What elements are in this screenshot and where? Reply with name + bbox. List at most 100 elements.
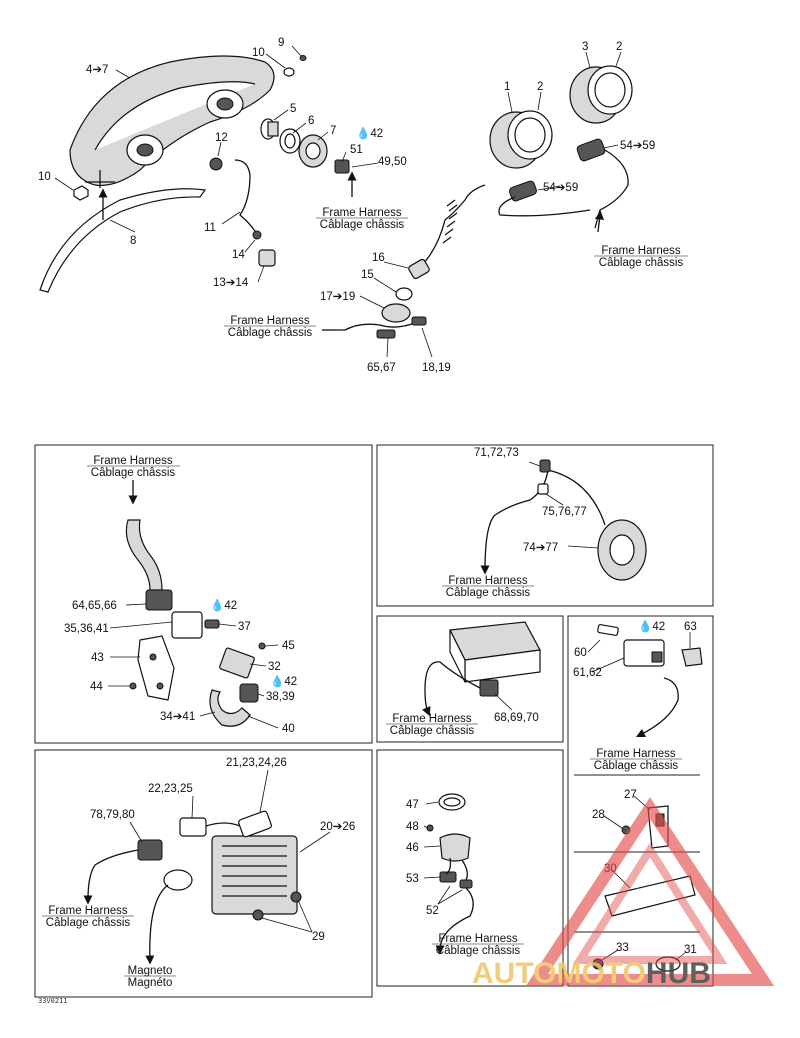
harness-label-en-1: Frame Harness bbox=[322, 207, 401, 219]
callout-68-70: 68,69,70 bbox=[494, 712, 539, 724]
panel-pressure-switch bbox=[376, 749, 564, 987]
harness-label-en-8: Frame Harness bbox=[48, 905, 127, 917]
callout-34-41: 34➔41 bbox=[160, 711, 195, 723]
callout-5: 5 bbox=[290, 103, 296, 115]
cap-7 bbox=[298, 134, 328, 168]
callout-2-left: 2 bbox=[537, 81, 543, 93]
drop-icon: 💧 bbox=[270, 674, 284, 688]
harness-label-en-3: Frame Harness bbox=[230, 315, 309, 327]
callout-28: 28 bbox=[592, 809, 605, 821]
callout-63: 63 bbox=[684, 621, 697, 633]
callout-75-77: 75,76,77 bbox=[542, 506, 587, 518]
panel6-parts: 47 48 46 53 52 Frame Harness Câblage châ… bbox=[406, 793, 524, 957]
watermark-logo: AUTOMOTOHUB bbox=[472, 797, 775, 990]
panel-sensor bbox=[376, 444, 714, 607]
callout-43: 43 bbox=[91, 652, 104, 664]
callout-54-59-right: 54➔59 bbox=[620, 140, 655, 152]
drop-icon: 💧 bbox=[638, 619, 652, 633]
callout-10-top: 10 bbox=[252, 47, 265, 59]
harness-label-fr-5: Câblage châssis bbox=[446, 587, 531, 599]
callout-42-p1a: 💧42 bbox=[210, 598, 237, 612]
callout-6: 6 bbox=[308, 115, 314, 127]
callout-10-left: 10 bbox=[38, 171, 51, 183]
panel-voltage-regulator bbox=[34, 444, 373, 744]
harness-label-fr-6: Câblage châssis bbox=[390, 725, 475, 737]
top-callouts: 4➔7 9 10 5 6 7 💧42 51 49,50 12 11 8 10 1… bbox=[38, 37, 688, 374]
callout-48: 48 bbox=[406, 821, 419, 833]
nut-10-left bbox=[73, 185, 89, 201]
watermark-text: AUTOMOTOHUB bbox=[472, 957, 711, 990]
harness-label-fr-4: Câblage châssis bbox=[91, 467, 176, 479]
bulb-17 bbox=[381, 303, 411, 323]
callout-42-top: 💧42 bbox=[356, 126, 383, 140]
callout-49-50: 49,50 bbox=[378, 156, 407, 168]
callout-53: 53 bbox=[406, 873, 419, 885]
callout-74-77: 74➔77 bbox=[523, 542, 558, 554]
bulb-5 bbox=[260, 118, 279, 140]
gauge-1 bbox=[489, 110, 553, 169]
callout-37: 37 bbox=[238, 621, 251, 633]
magneto-label-en: Magneto bbox=[128, 965, 173, 977]
screw-9 bbox=[299, 55, 307, 61]
harness-label-fr-8: Câblage châssis bbox=[46, 917, 131, 929]
deflector-trim bbox=[39, 188, 207, 293]
callout-52: 52 bbox=[426, 905, 439, 917]
harness-label-en-4: Frame Harness bbox=[93, 455, 172, 467]
callout-51: 51 bbox=[350, 144, 363, 156]
connector-51 bbox=[334, 159, 350, 174]
ring-15 bbox=[395, 287, 413, 301]
callout-65-67: 65,67 bbox=[367, 362, 396, 374]
harness-label-en-5: Frame Harness bbox=[448, 575, 527, 587]
harness-label-fr-2: Câblage châssis bbox=[599, 257, 684, 269]
ring-6 bbox=[279, 128, 301, 154]
callout-78-80: 78,79,80 bbox=[90, 809, 135, 821]
callout-42-p4: 💧42 bbox=[638, 619, 665, 633]
callout-4-7: 4➔7 bbox=[86, 64, 108, 76]
harness-label-en-7: Frame Harness bbox=[596, 748, 675, 760]
panel4-parts: 60 💧42 63 61,62 Frame Harness Câblage ch… bbox=[573, 619, 703, 972]
callout-35-41: 35,36,41 bbox=[64, 623, 109, 635]
callout-45: 45 bbox=[282, 640, 295, 652]
callout-16: 16 bbox=[372, 252, 385, 264]
drop-icon: 💧 bbox=[356, 126, 370, 140]
gauge-2 bbox=[569, 65, 633, 124]
headlight-assembly bbox=[69, 55, 275, 188]
callout-1: 1 bbox=[504, 81, 510, 93]
panel2-parts: 71,72,73 75,76,77 74➔77 Frame Harness Câ… bbox=[442, 447, 647, 599]
callout-60: 60 bbox=[574, 647, 587, 659]
callout-18-19: 18,19 bbox=[422, 362, 451, 374]
socket-13 bbox=[252, 230, 276, 267]
callout-32: 32 bbox=[268, 661, 281, 673]
wire-11 bbox=[234, 159, 259, 237]
connector-18 bbox=[335, 316, 427, 339]
callout-47: 47 bbox=[406, 799, 419, 811]
callout-12: 12 bbox=[215, 132, 228, 144]
panel3-parts: 68,69,70 Frame Harness Câblage châssis bbox=[386, 621, 541, 737]
socket-16 bbox=[408, 258, 430, 280]
callout-42-p1b: 💧42 bbox=[270, 674, 297, 688]
callout-27: 27 bbox=[624, 789, 637, 801]
callout-64-66: 64,65,66 bbox=[72, 600, 117, 612]
callout-33: 33 bbox=[616, 942, 629, 954]
callout-21-26: 21,23,24,26 bbox=[226, 757, 287, 769]
callout-31: 31 bbox=[684, 944, 697, 956]
callout-3: 3 bbox=[582, 41, 588, 53]
panel-rectifier bbox=[34, 749, 373, 998]
callout-61-62: 61,62 bbox=[573, 667, 602, 679]
callout-22-25: 22,23,25 bbox=[148, 783, 193, 795]
harness-label-fr-9: Câblage châssis bbox=[436, 945, 521, 957]
grommet-12 bbox=[209, 157, 223, 171]
top-leaders bbox=[54, 45, 622, 358]
callout-38-39: 38,39 bbox=[266, 691, 295, 703]
harness-label-fr-3: Câblage châssis bbox=[228, 327, 313, 339]
diagram-code: 33V0211 bbox=[38, 997, 68, 1005]
callout-17-19: 17➔19 bbox=[320, 291, 355, 303]
nut-10-top bbox=[283, 67, 295, 77]
callout-11: 11 bbox=[204, 222, 216, 234]
callout-29: 29 bbox=[312, 931, 325, 943]
panel5-parts: 21,23,24,26 22,23,25 78,79,80 20➔26 29 F… bbox=[42, 757, 355, 989]
callout-54-59-left: 54➔59 bbox=[543, 182, 578, 194]
callout-46: 46 bbox=[406, 842, 419, 854]
callout-71-73: 71,72,73 bbox=[474, 447, 519, 459]
